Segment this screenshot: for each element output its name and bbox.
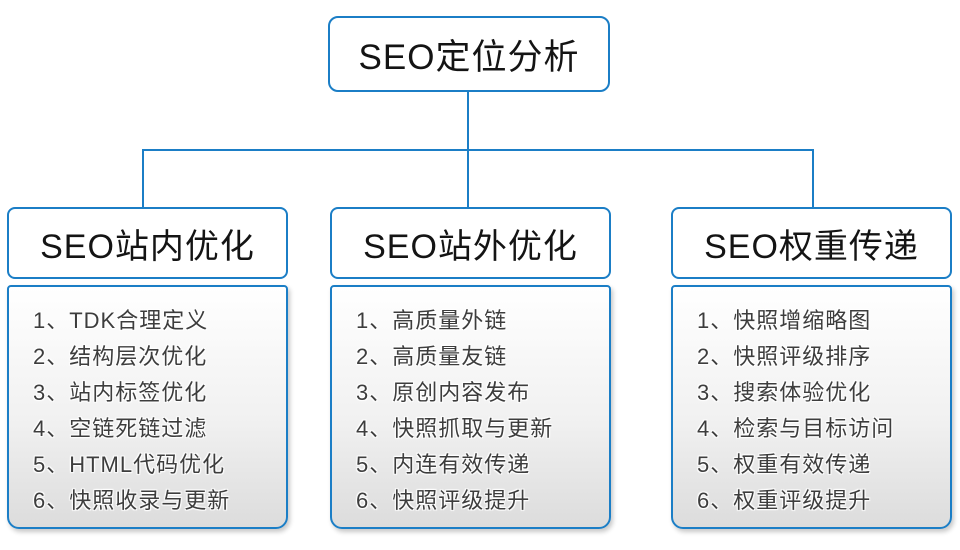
list-item: 6、权重评级提升: [697, 488, 872, 513]
list-item: 3、搜索体验优化: [697, 380, 872, 405]
list-item: 1、TDK合理定义: [33, 308, 209, 333]
list-item: 3、原创内容发布: [356, 380, 531, 405]
root-node-label: SEO定位分析: [358, 37, 580, 77]
list-item: 3、站内标签优化: [33, 380, 208, 405]
list-item: 1、快照增缩略图: [697, 308, 872, 333]
branch-header-label: SEO站外优化: [363, 227, 578, 266]
connector-stem: [467, 92, 469, 150]
branch-panel-onsite: 1、TDK合理定义 2、结构层次优化 3、站内标签优化 4、空链死链过滤 5、H…: [7, 285, 288, 529]
root-node: SEO定位分析: [328, 16, 610, 92]
list-item: 2、结构层次优化: [33, 344, 208, 369]
list-item: 6、快照收录与更新: [33, 488, 231, 513]
list-item: 4、检索与目标访问: [697, 416, 895, 441]
branch-header-label: SEO站内优化: [40, 227, 255, 266]
branch-header-weight: SEO权重传递: [671, 207, 952, 279]
branch-header-label: SEO权重传递: [704, 227, 919, 266]
list-item: 2、快照评级排序: [697, 344, 872, 369]
list-item: 4、空链死链过滤: [33, 416, 208, 441]
connector-rail: [142, 149, 814, 151]
branch-header-offsite: SEO站外优化: [330, 207, 611, 279]
list-item: 5、内连有效传递: [356, 452, 531, 477]
list-item: 5、权重有效传递: [697, 452, 872, 477]
list-item: 5、HTML代码优化: [33, 452, 226, 477]
connector-drop-right: [812, 149, 814, 208]
branch-panel-offsite: 1、高质量外链 2、高质量友链 3、原创内容发布 4、快照抓取与更新 5、内连有…: [330, 285, 611, 529]
branch-panel-weight: 1、快照增缩略图 2、快照评级排序 3、搜索体验优化 4、检索与目标访问 5、权…: [671, 285, 952, 529]
branch-header-onsite: SEO站内优化: [7, 207, 288, 279]
connector-drop-center: [467, 149, 469, 208]
list-item: 1、高质量外链: [356, 308, 508, 333]
connector-drop-left: [142, 149, 144, 208]
list-item: 2、高质量友链: [356, 344, 508, 369]
list-item: 4、快照抓取与更新: [356, 416, 554, 441]
list-item: 6、快照评级提升: [356, 488, 531, 513]
